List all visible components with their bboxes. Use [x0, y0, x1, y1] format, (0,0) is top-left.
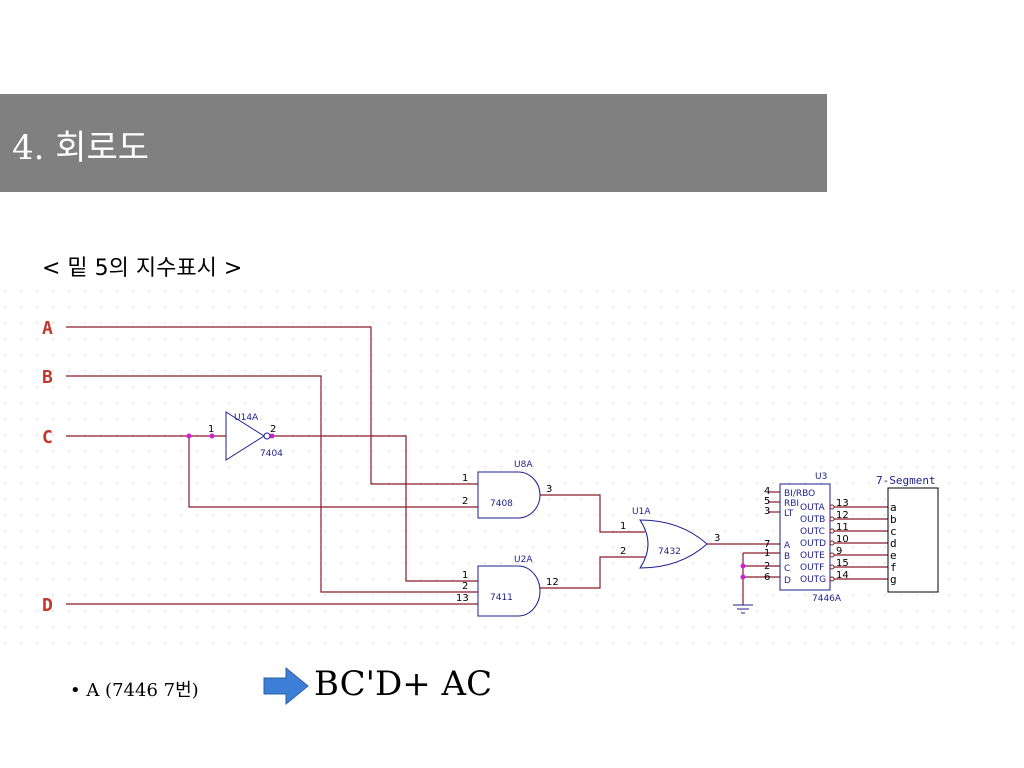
decoder-left-pins: 4 5 3 7 1 2 6 — [764, 486, 770, 583]
decoder-ref: U3 — [815, 472, 827, 482]
decoder-input-label: D — [784, 576, 791, 586]
junction-dot — [740, 574, 746, 580]
or-gate — [639, 519, 708, 569]
decoder-output-label: OUTC — [800, 527, 825, 537]
seven-segment-label: 7-Segment — [876, 474, 936, 487]
wire-and-bottom-out — [540, 556, 645, 589]
and-bottom-ref: U2A — [514, 555, 533, 565]
circuit-diagram: A B C D — [0, 288, 1024, 650]
inverter-pin-out: 2 — [270, 424, 276, 435]
and-gate-top — [477, 471, 541, 519]
or-part: 7432 — [658, 547, 681, 557]
decoder-input-label: RBI — [784, 499, 799, 509]
input-d-label: D — [42, 595, 53, 616]
inverter-part: 7404 — [260, 449, 283, 459]
inverter-ref: U14A — [234, 413, 259, 423]
decoder-output-bubbles — [829, 504, 835, 582]
formula-text: BC'D+ AC — [314, 664, 493, 704]
decoder-pin: 5 — [764, 496, 770, 507]
diagram-subtitle: < 밑 5의 지수표시 > — [42, 256, 243, 281]
input-c-label: C — [42, 427, 53, 448]
junction-dot — [186, 433, 192, 439]
decoder-pin: 12 — [836, 510, 849, 521]
decoder-pin: 13 — [836, 498, 849, 509]
or-ref: U1A — [632, 507, 651, 517]
segment-labels: a b c d e f g — [890, 501, 897, 586]
and-top-pin-3: 3 — [546, 484, 552, 495]
inverter-gate — [225, 411, 271, 461]
segment-label: f — [890, 561, 897, 574]
decoder-input-label: B — [784, 552, 790, 562]
segment-label: c — [890, 525, 897, 538]
segment-label: e — [890, 549, 897, 562]
wire-a — [66, 326, 478, 485]
decoder-right-pins: 13 12 11 10 9 15 14 — [836, 498, 849, 581]
or-pin-2: 2 — [620, 546, 626, 557]
wire-b — [66, 375, 478, 593]
and-bottom-pin-1: 1 — [462, 570, 468, 581]
decoder-left-labels: BI/RBO RBI LT A B C D — [784, 489, 815, 586]
page-title: 4. 회로도 — [12, 128, 150, 168]
and-top-part: 7408 — [490, 499, 513, 509]
wires — [66, 326, 888, 605]
right-arrow-icon — [263, 666, 309, 706]
and-bottom-part: 7411 — [490, 593, 513, 603]
or-pin-1: 1 — [620, 521, 626, 532]
input-b-label: B — [42, 367, 53, 388]
and-bottom-pin-12: 12 — [546, 577, 559, 588]
wire-c-branch — [188, 436, 478, 508]
segment-label: g — [890, 573, 897, 586]
and-top-pin-1: 1 — [462, 473, 468, 484]
decoder-pin: 7 — [764, 539, 770, 550]
inverter-pin-in: 1 — [208, 424, 214, 435]
and-gate-bottom — [477, 565, 541, 617]
wire-c-inverted — [272, 435, 478, 582]
decoder-output-label: OUTG — [800, 575, 826, 585]
input-a-label: A — [42, 318, 53, 339]
decoder-output-label: OUTA — [800, 503, 825, 513]
segment-label: b — [890, 513, 897, 526]
decoder-input-label: C — [784, 564, 790, 574]
and-bottom-pin-2: 2 — [462, 581, 468, 592]
ground-symbol — [733, 604, 753, 614]
decoder-input-label: A — [784, 541, 791, 551]
decoder-pin: 14 — [836, 570, 849, 581]
segment-label: a — [890, 501, 897, 514]
decoder-pin: 4 — [764, 486, 770, 497]
decoder-input-label: BI/RBO — [784, 489, 815, 499]
decoder-output-label: OUTF — [800, 563, 824, 573]
decoder-chip — [779, 483, 831, 591]
decoder-pin: 9 — [836, 546, 842, 557]
and-top-ref: U8A — [514, 460, 533, 470]
decoder-pin: 10 — [836, 534, 849, 545]
decoder-pin: 6 — [764, 572, 770, 583]
decoder-pin: 3 — [764, 506, 770, 517]
junction-dot — [269, 433, 275, 439]
decoder-pin: 15 — [836, 558, 849, 569]
and-bottom-pin-13: 13 — [456, 593, 469, 604]
or-pin-3: 3 — [714, 533, 720, 544]
junction-dot — [209, 433, 215, 439]
decoder-input-label: LT — [784, 509, 794, 519]
decoder-output-label: OUTB — [800, 515, 825, 525]
junction-dot — [740, 563, 746, 569]
decoder-right-labels: OUTA OUTB OUTC OUTD OUTE OUTF OUTG — [800, 503, 826, 585]
and-top-pin-2: 2 — [462, 496, 468, 507]
title-bar: 4. 회로도 — [0, 94, 827, 192]
decoder-pin: 11 — [836, 522, 849, 533]
decoder-output-label: OUTD — [800, 539, 826, 549]
seven-segment-box — [887, 487, 939, 593]
decoder-part: 7446A — [812, 594, 842, 604]
bullet-text: • A (7446 7번) — [70, 680, 199, 701]
decoder-output-label: OUTE — [800, 551, 825, 561]
decoder-pin: 2 — [764, 561, 770, 572]
wire-and-top-out — [540, 494, 645, 533]
segment-label: d — [890, 537, 897, 550]
decoder-pin: 1 — [764, 548, 770, 559]
